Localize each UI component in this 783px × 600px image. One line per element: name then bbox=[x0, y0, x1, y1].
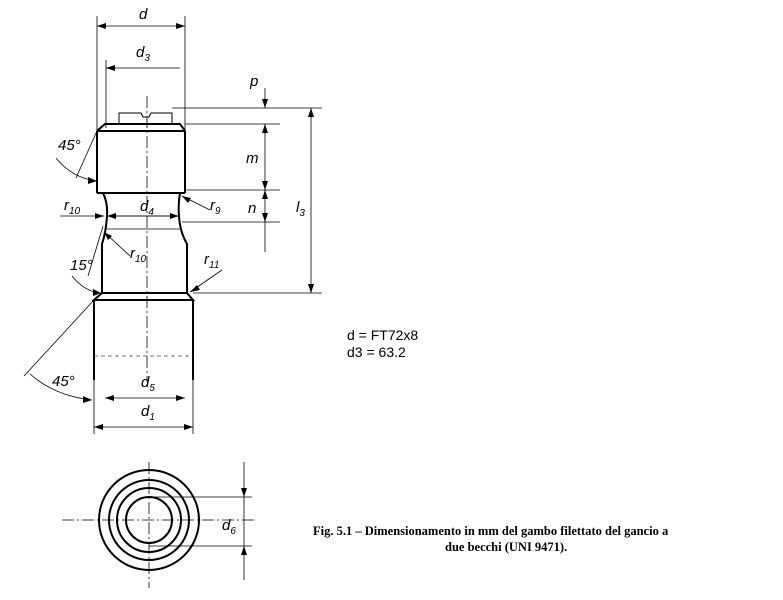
label-r11: r11 bbox=[204, 251, 219, 271]
label-p: p bbox=[249, 73, 258, 90]
figure-caption: Fig. 5.1 – Dimensionamento in mm del gam… bbox=[313, 523, 743, 555]
shank-outline bbox=[91, 96, 196, 382]
dimension-right bbox=[172, 88, 322, 294]
label-r9: r9 bbox=[210, 197, 221, 217]
label-n: n bbox=[248, 200, 256, 217]
dimension-d3 bbox=[105, 60, 180, 128]
dimension-d1 bbox=[94, 424, 193, 430]
label-d5: d5 bbox=[141, 374, 155, 394]
labels: d d3 d4 d5 d1 d6 p m n l3 r10 r9 r10 r11… bbox=[52, 6, 305, 537]
label-r10-mid: r10 bbox=[130, 245, 147, 265]
label-angle-45-bottom: 45° bbox=[52, 373, 75, 390]
dimension-d5 bbox=[93, 380, 194, 434]
label-d4: d4 bbox=[140, 198, 154, 218]
label-r10-top: r10 bbox=[64, 197, 81, 217]
note-d: d = FT72x8 bbox=[347, 327, 419, 343]
label-angle-45-top: 45° bbox=[58, 137, 81, 154]
label-d6: d6 bbox=[222, 517, 236, 537]
label-angle-15: 15° bbox=[70, 257, 93, 274]
leaders bbox=[23, 130, 223, 403]
label-d1: d1 bbox=[141, 403, 155, 423]
label-d3: d3 bbox=[136, 44, 150, 64]
dimension-d bbox=[96, 16, 186, 131]
dimension-notes: d = FT72x8 d3 = 63.2 bbox=[347, 327, 418, 361]
caption-line2: due becchi (UNI 9471). bbox=[445, 540, 568, 554]
caption-line1: Fig. 5.1 – Dimensionamento in mm del gam… bbox=[313, 524, 669, 538]
label-l3: l3 bbox=[296, 199, 305, 219]
note-d3: d3 = 63.2 bbox=[347, 344, 406, 360]
dimension-d4 bbox=[107, 213, 179, 219]
label-d: d bbox=[139, 6, 148, 23]
label-m: m bbox=[246, 150, 259, 167]
end-view bbox=[62, 462, 254, 588]
